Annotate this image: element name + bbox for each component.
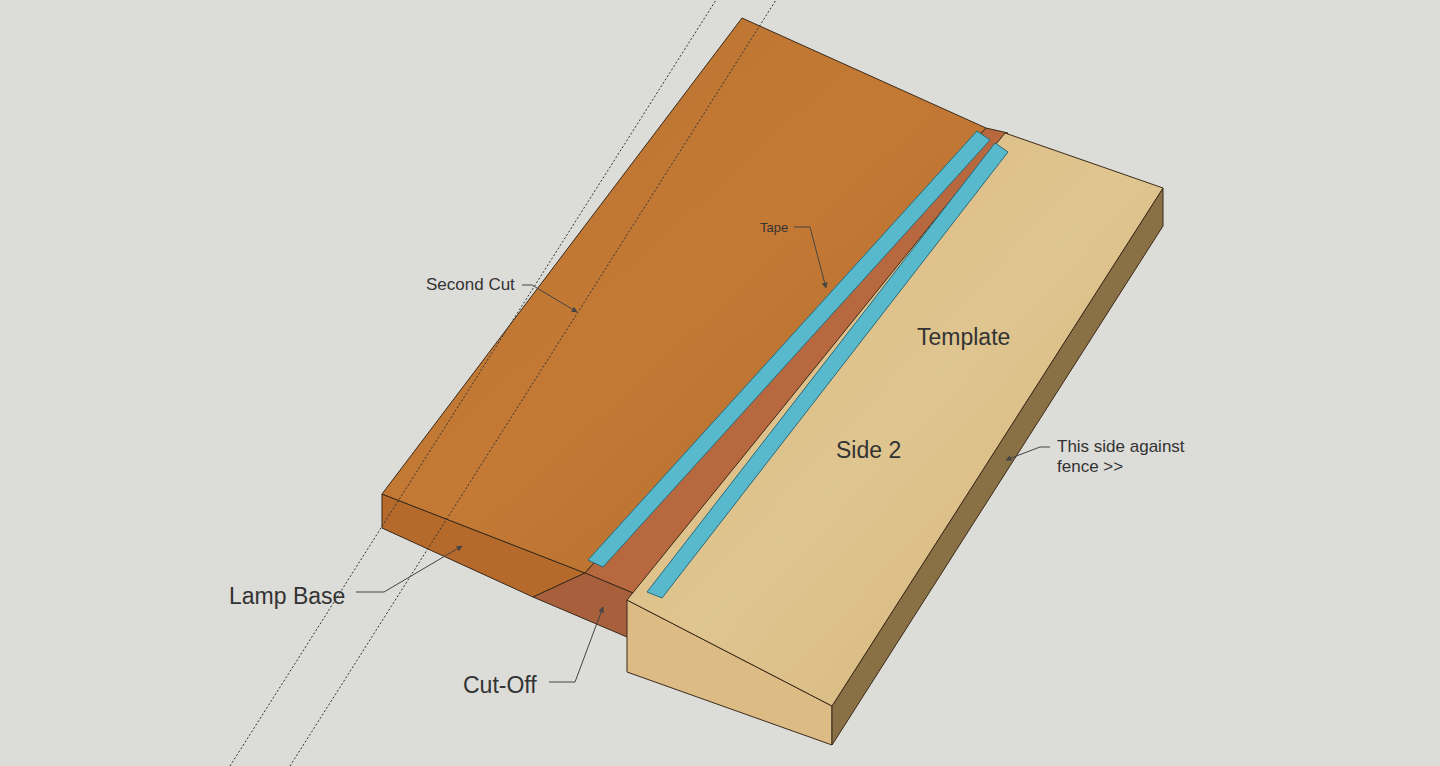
template-label: Template: [917, 324, 1010, 352]
part-label: Cut-Off: [463, 672, 537, 700]
side-label: Side 2: [836, 437, 901, 465]
tape-label: Tape: [760, 220, 788, 236]
leader-line: [356, 546, 462, 592]
tape-strip: [647, 143, 1008, 598]
cut-label: Second Cut: [426, 275, 515, 295]
part-label: Lamp Base: [229, 583, 345, 611]
template-top: [627, 133, 1163, 706]
cut-line: [290, 0, 776, 766]
cut-line: [230, 0, 716, 766]
leader-line: [549, 607, 603, 682]
leader-line: [1006, 447, 1050, 460]
leader-line: [522, 285, 577, 312]
fence-note: This side against fence >>: [1057, 437, 1189, 478]
leader-line: [794, 227, 826, 288]
